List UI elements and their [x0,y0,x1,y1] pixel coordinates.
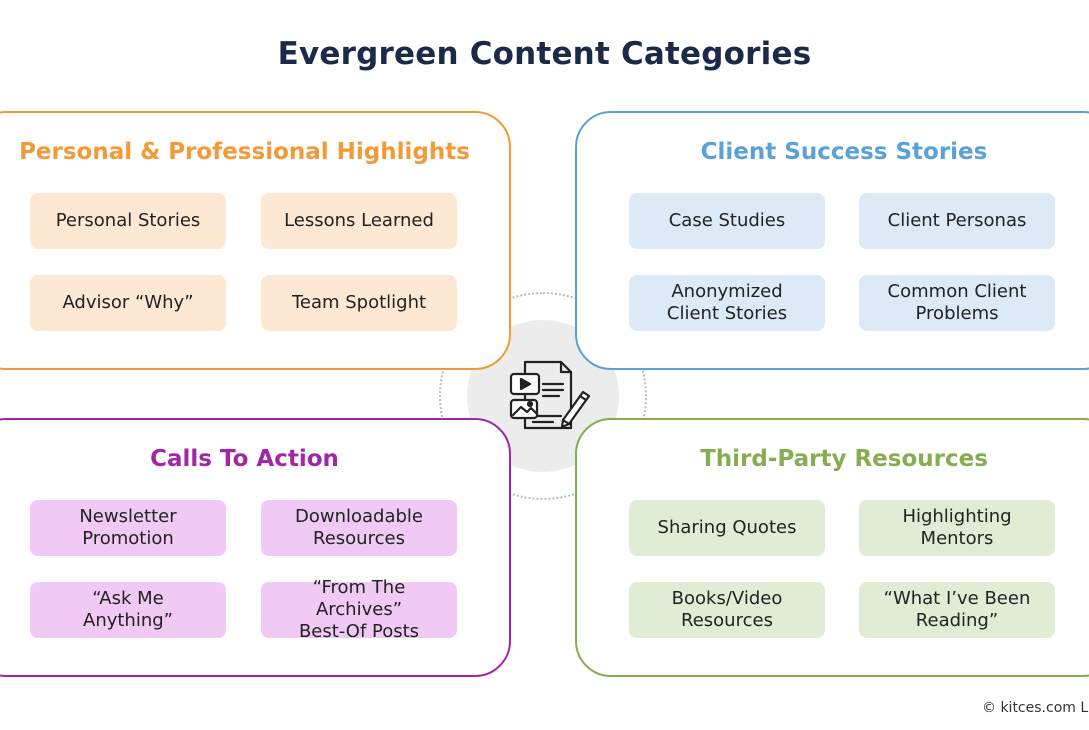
panel-title-client: Client Success Stories [700,139,988,165]
content-document-icon [509,360,591,430]
chip-newsletter-promotion: Newsletter Promotion [30,500,226,556]
chip-anonymized-client-stories: Anonymized Client Stories [629,275,825,331]
third-party-resources-panel: Third-Party Resources Sharing Quotes Hig… [575,418,1089,677]
client-success-stories-panel: Client Success Stories Case Studies Clie… [575,111,1089,370]
chip-advisor-why: Advisor “Why” [30,275,226,331]
chip-lessons-learned: Lessons Learned [261,193,457,249]
chip-ask-me-anything: “Ask Me Anything” [30,582,226,638]
center-dotted-ring [439,292,647,500]
calls-to-action-panel: Calls To Action Newsletter Promotion Dow… [0,418,511,677]
chip-highlighting-mentors: Highlighting Mentors [859,500,1055,556]
chip-books-video-resources: Books/Video Resources [629,582,825,638]
panel-title-third-party: Third-Party Resources [700,446,988,472]
page-title: Evergreen Content Categories [277,36,812,72]
copyright-text: © kitces.com LLC [982,700,1089,716]
chip-personal-stories: Personal Stories [30,193,226,249]
chip-what-ive-been-reading: “What I’ve Been Reading” [859,582,1055,638]
chip-common-client-problems: Common Client Problems [859,275,1055,331]
chip-from-the-archives: “From The Archives” Best-Of Posts [261,577,457,642]
chip-downloadable-resources: Downloadable Resources [261,500,457,556]
personal-professional-highlights-panel: Personal & Professional Highlights Perso… [0,111,511,370]
chip-sharing-quotes: Sharing Quotes [629,500,825,556]
panel-title-calls: Calls To Action [150,446,339,472]
chip-case-studies: Case Studies [629,193,825,249]
chip-team-spotlight: Team Spotlight [261,275,457,331]
panel-title-personal: Personal & Professional Highlights [19,139,470,165]
chip-client-personas: Client Personas [859,193,1055,249]
